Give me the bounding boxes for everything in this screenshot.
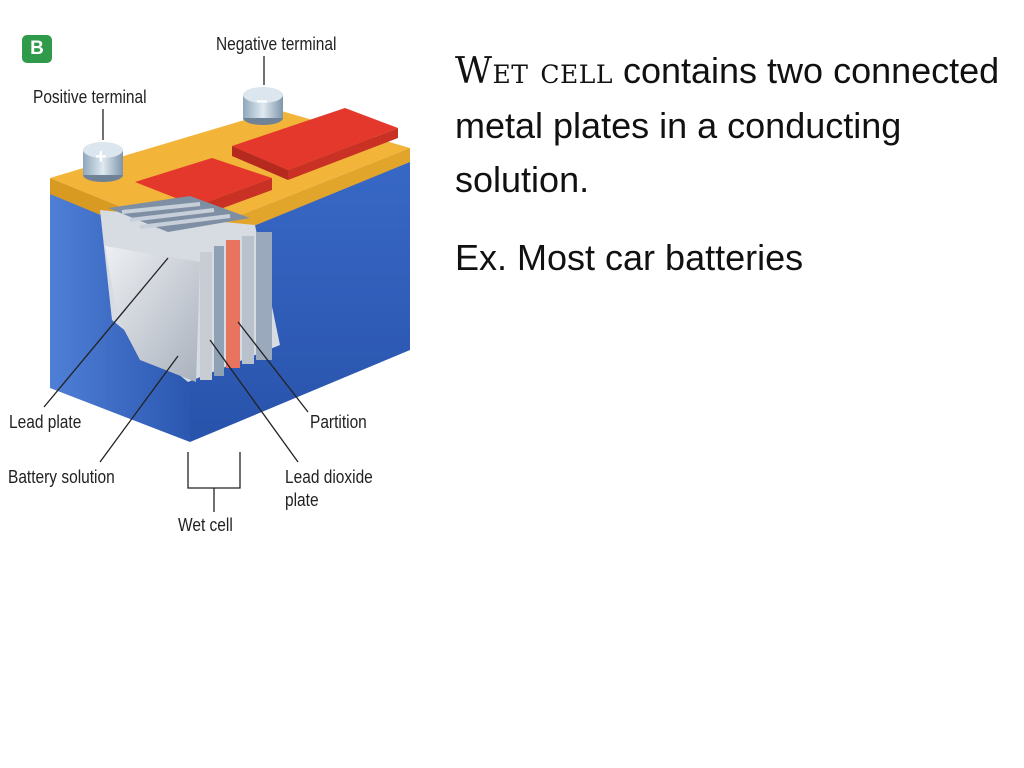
slide-text: Wet cell contains two connected metal pl… (455, 44, 1000, 309)
lead-plate-label: Lead plate (9, 412, 82, 432)
lead-plate-2 (214, 246, 224, 376)
negative-symbol: − (256, 91, 268, 113)
example-paragraph: Ex. Most car batteries (455, 237, 804, 278)
definition-paragraph: Wet cell contains two connected metal pl… (455, 44, 1000, 207)
cell-cover-right-front (288, 128, 398, 180)
battery-diagram: B + − Negative terminal Positive termina… (0, 0, 440, 560)
lead-dioxide-plate-label-line1: Lead dioxide (285, 467, 373, 487)
positive-terminal (83, 142, 123, 182)
lead-dioxide-plate (226, 240, 240, 368)
cell-cover-right (232, 108, 398, 170)
battery-solution-label: Battery solution (8, 467, 115, 487)
partition-wall (256, 232, 272, 360)
lead-plate-3 (242, 236, 254, 364)
leader-lines (43, 56, 309, 512)
definition-text: contains two connected metal plates in a… (455, 50, 1000, 200)
partition-label: Partition (310, 412, 367, 432)
negative-terminal (243, 87, 283, 125)
battery-illustration (43, 56, 410, 512)
lead-dioxide-plate-label-line2: plate (285, 490, 319, 510)
wet-cell-label: Wet cell (178, 515, 233, 535)
lead-plate-1 (200, 252, 212, 380)
cell-cover-left (135, 158, 272, 206)
cell-cover-right-side (232, 146, 288, 180)
term-wet-cell: Wet cell (455, 51, 613, 92)
figure-badge: B (22, 35, 52, 63)
battery-solution-region (105, 246, 200, 382)
positive-symbol: + (95, 146, 107, 168)
positive-terminal-label: Positive terminal (33, 87, 147, 107)
negative-terminal-label: Negative terminal (216, 34, 337, 54)
